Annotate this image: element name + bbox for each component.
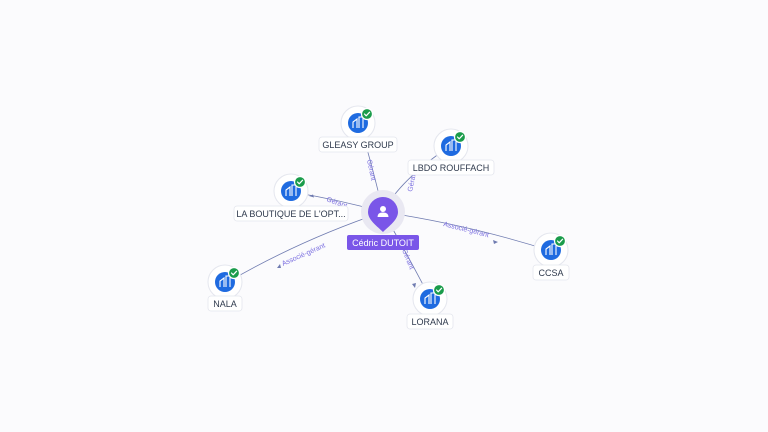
arrow-ccsa — [493, 240, 498, 244]
edge-label-lbdo: Gérant — [407, 170, 418, 192]
node-lorana[interactable]: LORANA — [406, 281, 454, 330]
node-label: LA BOUTIQUE DE L'OPT... — [236, 209, 345, 219]
edge-label-ccsa: Associé-gérant — [443, 221, 490, 239]
label-box — [318, 136, 398, 153]
node-gleasy[interactable]: GLEASY GROUP — [318, 105, 398, 153]
edge-label-nala: Associé-gérant — [281, 242, 327, 267]
node-label: LBDO ROUFFACH — [413, 163, 490, 173]
center-person-node[interactable]: Cédric DUTOIT — [347, 190, 419, 250]
verified-badge-icon — [553, 234, 567, 248]
arrow-boutique — [309, 194, 314, 198]
verified-badge-icon — [293, 175, 307, 189]
person-icon — [377, 206, 389, 217]
arrow-lorana — [412, 283, 416, 288]
node-label: LORANA — [411, 317, 448, 327]
edge-label-gleasy: Gérant — [365, 159, 376, 181]
building-glyph — [352, 116, 364, 128]
node-label: CCSA — [538, 268, 563, 278]
node-label: NALA — [213, 299, 237, 309]
edge-label-lorana: Gérant — [400, 248, 415, 271]
node-lbdo[interactable]: LBDO ROUFFACH — [407, 128, 495, 176]
verified-badge-icon — [453, 130, 467, 144]
node-label: GLEASY GROUP — [322, 140, 393, 150]
node-nala[interactable]: NALA — [207, 264, 243, 312]
node-boutique[interactable]: LA BOUTIQUE DE L'OPT... — [233, 173, 349, 222]
node-ccsa[interactable]: CCSA — [532, 232, 570, 281]
person-label-box — [347, 235, 419, 250]
arrow-nala — [277, 264, 281, 268]
verified-badge-icon — [227, 266, 241, 280]
verified-badge-icon — [360, 107, 374, 121]
person-name: Cédric DUTOIT — [352, 238, 414, 248]
verified-badge-icon — [432, 283, 446, 297]
